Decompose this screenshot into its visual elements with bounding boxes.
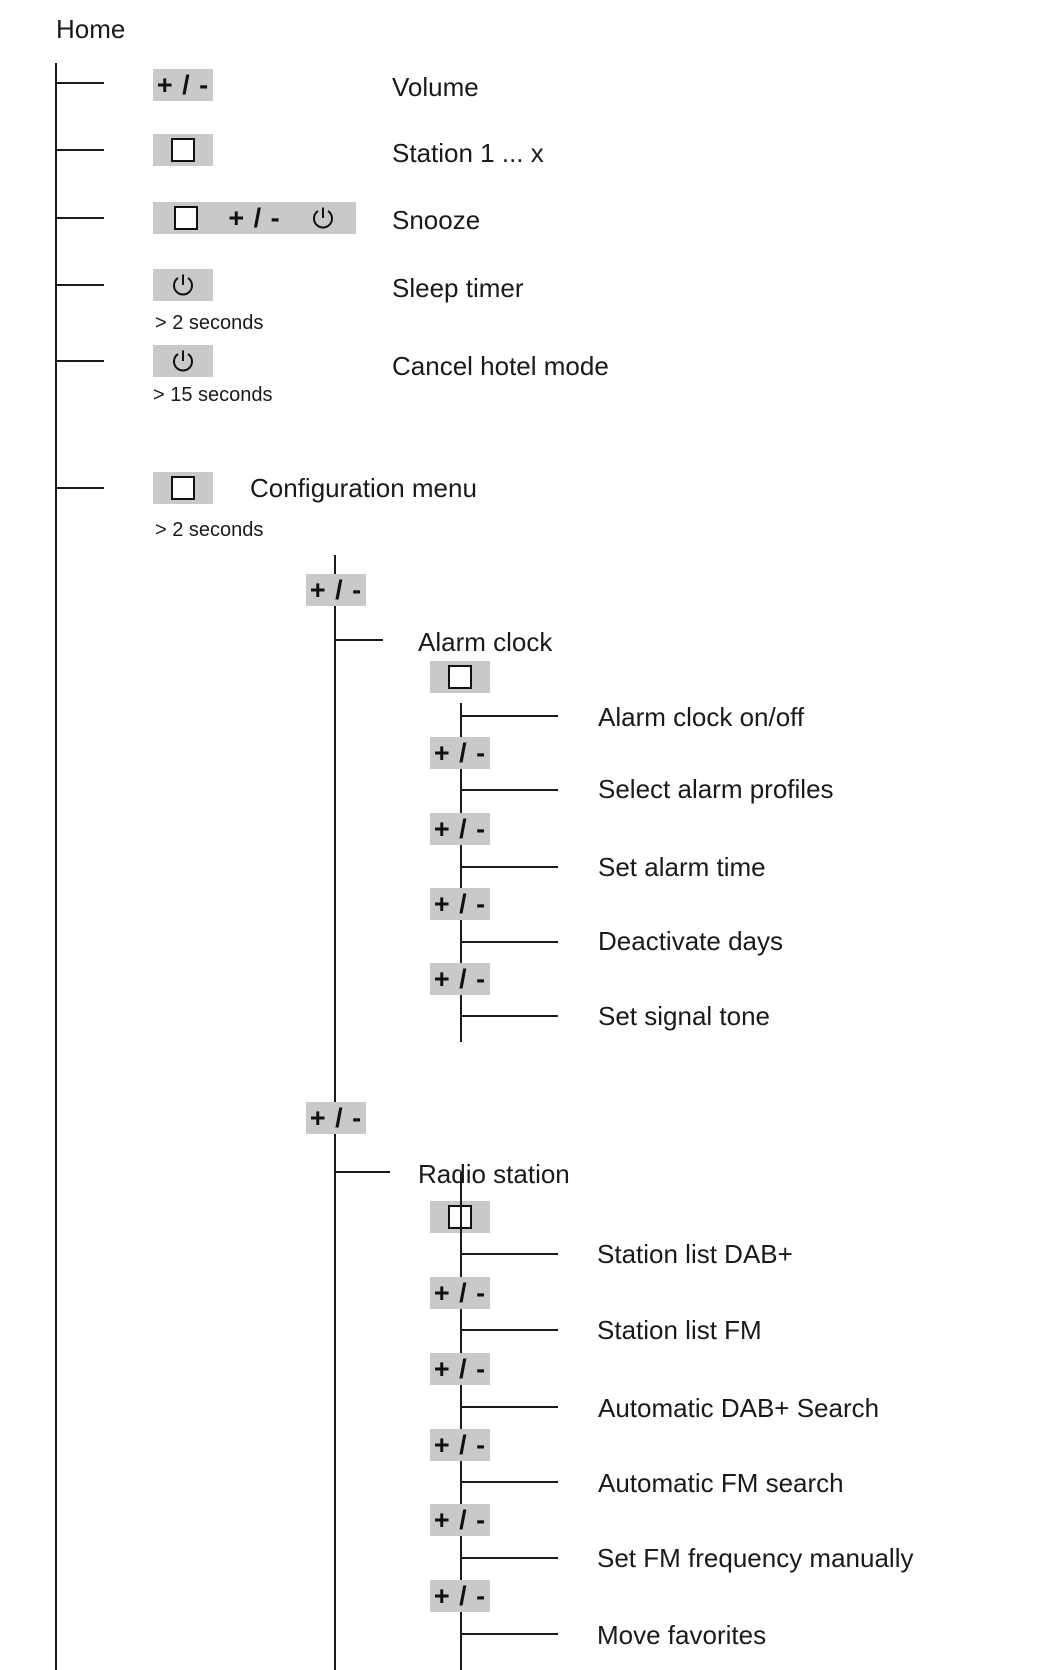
plus-minus-key: + / -	[430, 813, 490, 845]
square-key-icon	[171, 476, 195, 500]
plus-minus-symbol: + / -	[309, 1103, 363, 1133]
menu-label-fm-frequency: Set FM frequency manually	[597, 1543, 914, 1573]
alarm-clock-trunk-line	[460, 703, 462, 1042]
plus-minus-symbol: + / -	[156, 70, 210, 100]
branch-line-deactivate-days	[460, 941, 558, 943]
plus-minus-symbol: + / -	[433, 964, 487, 994]
menu-label-alarm-time: Set alarm time	[598, 852, 766, 882]
branch-line-configuration	[55, 487, 104, 489]
submenu-label-alarm-clock: Alarm clock	[418, 627, 553, 657]
plus-minus-key: + / -	[430, 963, 490, 995]
square-key	[430, 661, 490, 693]
plus-minus-key: + / -	[430, 1353, 490, 1385]
branch-line-move-favorites	[460, 1633, 558, 1635]
plus-minus-symbol: + / -	[433, 1430, 487, 1460]
plus-minus-key: + / -	[306, 1102, 366, 1134]
hold-duration-note: > 2 seconds	[155, 519, 264, 541]
plus-minus-key: + / -	[430, 1429, 490, 1461]
square-key	[153, 472, 213, 504]
menu-label-cancel-hotel-mode: Cancel hotel mode	[392, 351, 609, 381]
plus-minus-key: + / -	[430, 1277, 490, 1309]
plus-minus-key: + / -	[430, 737, 490, 769]
plus-minus-symbol: + / -	[433, 1505, 487, 1535]
menu-label-alarm-on-off: Alarm clock on/off	[598, 702, 805, 732]
menu-label-sleep-timer: Sleep timer	[392, 273, 524, 303]
plus-minus-symbol: + / -	[228, 203, 281, 233]
branch-line-dab-search	[460, 1406, 558, 1408]
plus-minus-key: + / -	[153, 69, 213, 101]
power-key	[153, 269, 213, 301]
branch-line-fm-frequency	[460, 1557, 558, 1559]
plus-minus-key: + / -	[430, 888, 490, 920]
power-key	[153, 345, 213, 377]
plus-minus-symbol: + / -	[433, 814, 487, 844]
menu-label-volume: Volume	[392, 72, 479, 102]
branch-line-radio-station	[334, 1171, 390, 1173]
power-icon	[173, 274, 193, 296]
menu-label-station: Station 1 ... x	[392, 138, 544, 168]
branch-line-station	[55, 149, 104, 151]
submenu-label-radio-station: Radio station	[418, 1159, 570, 1189]
plus-minus-symbol: + / -	[433, 738, 487, 768]
plus-minus-symbol: + / -	[433, 1354, 487, 1384]
power-icon	[173, 350, 193, 372]
menu-label-fm-list: Station list FM	[597, 1315, 762, 1345]
branch-line-sleep-timer	[55, 284, 104, 286]
branch-line-fm-search	[460, 1481, 558, 1483]
page-title: Home	[56, 14, 126, 44]
branch-line-alarm-clock	[334, 639, 383, 641]
plus-minus-symbol: + / -	[433, 1581, 487, 1611]
plus-minus-key: + / -	[306, 574, 366, 606]
menu-label-move-favorites: Move favorites	[597, 1620, 767, 1650]
branch-line-signal-tone	[460, 1015, 558, 1017]
menu-label-alarm-profiles: Select alarm profiles	[598, 774, 834, 804]
snooze-key-combo: + / -	[153, 202, 356, 234]
branch-line-snooze	[55, 217, 104, 219]
square-key-icon	[171, 138, 195, 162]
branch-line-fm-list	[460, 1329, 558, 1331]
square-key-icon	[448, 665, 472, 689]
branch-line-volume	[55, 82, 104, 84]
menu-label-fm-search: Automatic FM search	[598, 1468, 844, 1498]
menu-label-snooze: Snooze	[392, 205, 481, 235]
branch-line-dab-list	[460, 1253, 558, 1255]
hold-duration-note: > 15 seconds	[153, 384, 273, 406]
branch-line-hotel-mode	[55, 360, 104, 362]
branch-line-alarm-profiles	[460, 789, 558, 791]
square-key-icon	[174, 206, 199, 230]
plus-minus-key: + / -	[430, 1504, 490, 1536]
branch-line-alarm-time	[460, 866, 558, 868]
square-key	[153, 134, 213, 166]
menu-label-deactivate-days: Deactivate days	[598, 926, 783, 956]
plus-minus-symbol: + / -	[309, 575, 363, 605]
radio-station-trunk-line	[460, 1172, 462, 1670]
menu-label-signal-tone: Set signal tone	[598, 1001, 771, 1031]
menu-label-dab-list: Station list DAB+	[597, 1239, 793, 1269]
main-trunk-line	[55, 63, 57, 1670]
plus-minus-symbol: + / -	[433, 889, 487, 919]
menu-label-dab-search: Automatic DAB+ Search	[598, 1393, 880, 1423]
plus-minus-key: + / -	[430, 1580, 490, 1612]
hold-duration-note: > 2 seconds	[155, 312, 264, 334]
menu-label-configuration: Configuration menu	[250, 473, 477, 503]
plus-minus-symbol: + / -	[433, 1278, 487, 1308]
power-icon	[312, 207, 333, 229]
branch-line-alarm-on-off	[460, 715, 558, 717]
